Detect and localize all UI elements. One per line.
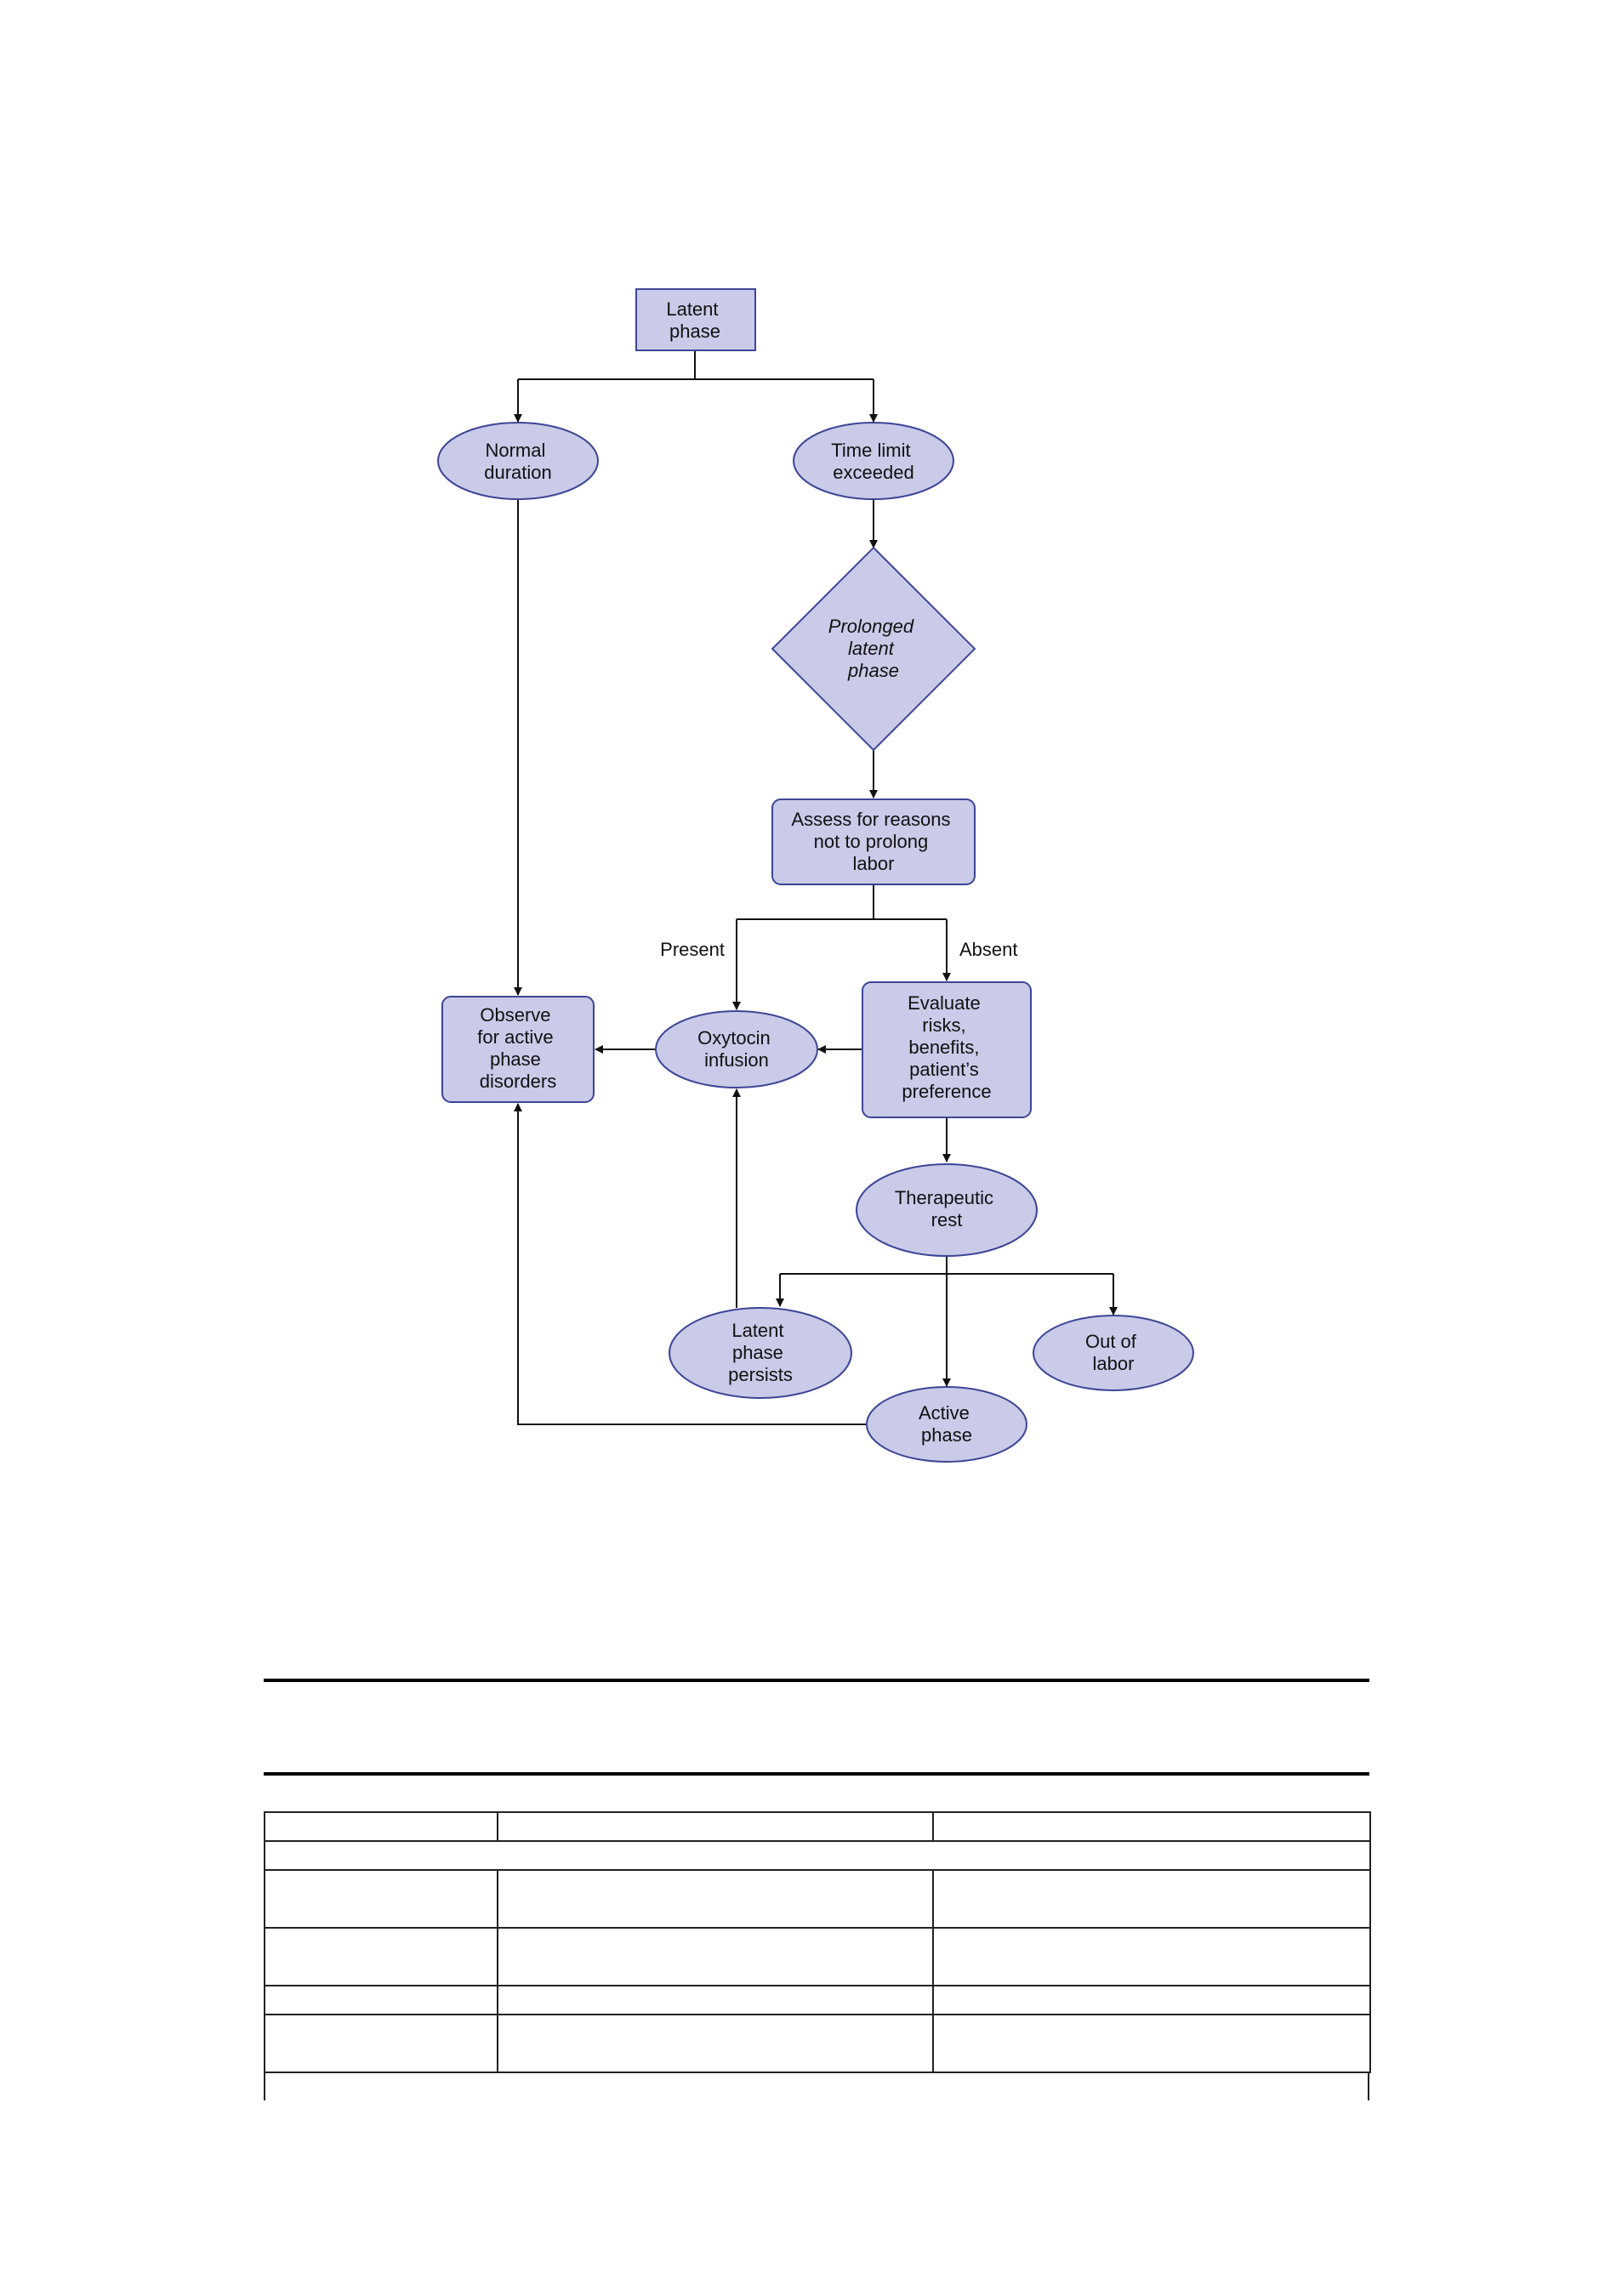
node-time-limit [793, 422, 954, 500]
node-active-phase [866, 1386, 1027, 1463]
table-row [264, 1811, 1371, 1842]
table-cell [264, 1927, 498, 1986]
table-row [264, 1840, 1371, 1871]
table-cell [932, 1985, 1371, 2015]
label-active-phase: Active phase [919, 1402, 975, 1446]
table-cell [264, 1840, 1371, 1871]
label-line: phase [847, 660, 899, 681]
node-labels: Latent phase Normal duration Time limit … [477, 298, 1141, 1446]
label-line: duration [484, 462, 552, 483]
label-line: Prolonged [828, 616, 914, 637]
table-row [264, 1985, 1371, 2015]
node-observe [441, 996, 595, 1103]
label-line: not to prolong [814, 831, 929, 852]
table-cell [264, 1869, 498, 1929]
label-line: benefits, [908, 1037, 979, 1058]
table-cell [497, 1927, 934, 1986]
table-cell [264, 1811, 498, 1842]
node-normal-duration [437, 422, 599, 500]
label-line: patient’s [909, 1059, 979, 1080]
table-cell [497, 2014, 934, 2073]
node-out-of-labor [1033, 1315, 1194, 1391]
node-latent-persists [669, 1307, 852, 1399]
label-line: Out of [1085, 1331, 1137, 1352]
nodes [437, 288, 1194, 1463]
edge-active-to-observe [514, 1103, 866, 1425]
label-line: preference [902, 1081, 991, 1102]
label-assess: Assess for reasons not to prolong labor [791, 809, 955, 874]
table-cell [932, 1927, 1371, 1986]
label-normal-duration: Normal duration [484, 440, 552, 483]
label-line: phase [490, 1049, 541, 1070]
label-line: labor [1093, 1353, 1135, 1374]
empty-table [264, 1811, 1371, 2073]
node-latent-phase [635, 288, 756, 351]
label-line: exceeded [833, 462, 913, 483]
node-assess [771, 798, 976, 885]
label-time-limit: Time limit exceeded [831, 440, 915, 483]
label-line: rest [931, 1209, 963, 1230]
edge-assess-split [737, 884, 947, 920]
label-line: Latent [731, 1320, 783, 1341]
label-oxytocin: Oxytocin infusion [697, 1027, 776, 1071]
label-line: latent [848, 638, 895, 659]
table-continuation [264, 2072, 1369, 2100]
label-line: infusion [704, 1049, 769, 1071]
label-prolonged-latent-phase: Prolonged latent phase [828, 616, 919, 681]
table-cell [932, 2014, 1371, 2073]
label-line: Therapeutic [895, 1187, 993, 1208]
label-line: phase [732, 1342, 783, 1363]
table-cell [497, 1811, 934, 1842]
table-cell [264, 2014, 498, 2073]
table-top-rule [264, 1679, 1369, 1682]
label-line: Active [919, 1402, 970, 1424]
table-row [264, 1927, 1371, 1986]
table-cell [497, 1869, 934, 1929]
table-header-rule [264, 1772, 1369, 1776]
label-line: Oxytocin [697, 1027, 771, 1049]
label-out-of-labor: Out of labor [1085, 1331, 1141, 1374]
label-line: phase [669, 321, 720, 342]
table-cell [932, 1811, 1371, 1842]
label-line: Evaluate [908, 992, 981, 1014]
label-line: Observe [480, 1004, 550, 1026]
label-line: Latent [666, 298, 718, 320]
table-row [264, 1869, 1371, 1929]
label-evaluate: Evaluate risks, benefits, patient’s pref… [902, 992, 991, 1102]
node-therapeutic-rest [856, 1163, 1038, 1257]
label-line: disorders [480, 1071, 556, 1092]
edge-to-normal-duration [518, 378, 874, 422]
table-row [264, 2014, 1371, 2073]
edge-rest-split [780, 1257, 1113, 1275]
connectors [514, 350, 1118, 1425]
node-evaluate [862, 981, 1032, 1118]
label-observe: Observe for active phase disorders [477, 1004, 558, 1092]
label-line: phase [921, 1424, 972, 1446]
table-cell [497, 1985, 934, 2015]
table-cell [264, 1985, 498, 2015]
label-line: for active [477, 1026, 553, 1048]
label-latent-persists: Latent phase persists [728, 1320, 793, 1385]
label-line: risks, [922, 1014, 965, 1036]
label-line: Normal [485, 440, 545, 461]
label-line: persists [728, 1364, 793, 1385]
label-therapeutic-rest: Therapeutic rest [895, 1187, 999, 1230]
edge-label-present: Present [660, 939, 725, 960]
label-line: Time limit [831, 440, 910, 461]
node-oxytocin [655, 1010, 818, 1088]
table-cell [932, 1869, 1371, 1929]
label-line: labor [853, 853, 895, 874]
label-latent-phase: Latent phase [666, 298, 723, 342]
node-prolonged-latent-phase [771, 546, 976, 752]
label-line: Assess for reasons [791, 809, 950, 830]
edge-label-absent: Absent [959, 939, 1018, 960]
